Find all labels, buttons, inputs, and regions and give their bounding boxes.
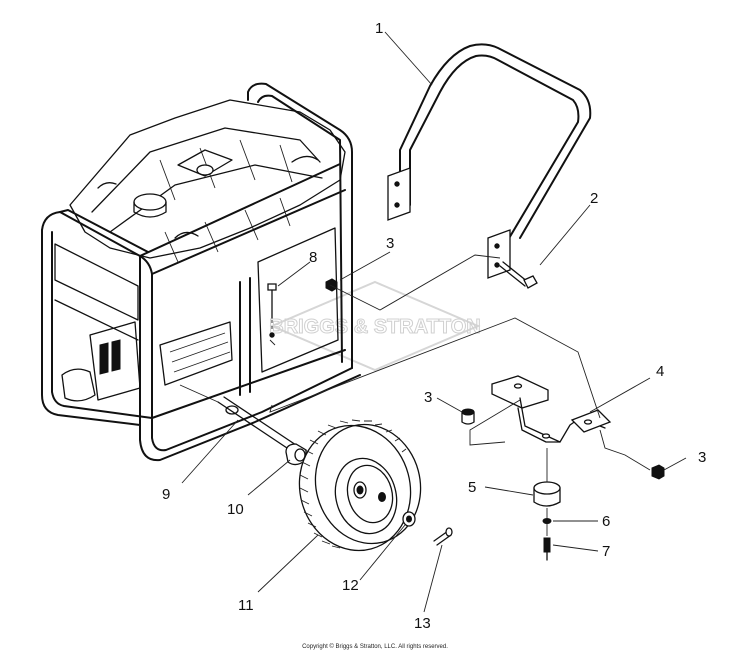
part-6-washer	[542, 518, 552, 524]
part-11-wheel	[298, 419, 422, 552]
part-8-bolt	[267, 283, 277, 338]
callout-8: 8	[309, 249, 317, 266]
part-12-wheel-washer	[402, 511, 416, 527]
callout-2: 2	[590, 190, 598, 207]
callout-6: 6	[602, 513, 610, 530]
callout-4: 4	[656, 363, 664, 380]
callout-7: 7	[602, 543, 610, 560]
callout-10: 10	[227, 501, 244, 518]
part-10-spacer	[285, 443, 307, 466]
callout-13: 13	[414, 615, 431, 632]
callout-3-nut-right: 3	[698, 449, 706, 466]
watermark-text: BRIGGS & STRATTON	[269, 316, 480, 338]
copyright-notice: Copyright © Briggs & Stratton, LLC. All …	[302, 644, 448, 650]
callout-3-nut-frame: 3	[386, 235, 394, 252]
nut-3c	[651, 464, 665, 480]
callout-3-nut-bracket: 3	[424, 389, 432, 406]
callout-labels: 1 2 3 3 3 4 5 6 7 8 9 10 11 12 13	[162, 20, 706, 632]
callout-12: 12	[342, 577, 359, 594]
callout-11: 11	[238, 597, 254, 614]
generator-assembly	[41, 82, 361, 462]
part-3-nuts	[325, 278, 665, 480]
callout-5: 5	[468, 479, 476, 496]
part-13-cotter-pin	[433, 527, 453, 546]
part-9-axle	[179, 384, 303, 455]
part-7-screw	[543, 537, 551, 561]
callout-1: 1	[375, 20, 383, 37]
part-1-handle	[387, 43, 592, 279]
part-4-foot-bracket	[491, 375, 612, 443]
leader-lines	[181, 31, 687, 613]
brand-watermark: BRIGGS & STRATTON	[269, 280, 481, 372]
part-5-rubber-foot	[533, 481, 561, 507]
callout-9: 9	[162, 486, 170, 503]
nut-3a	[325, 278, 338, 292]
assembly-guide-lines	[269, 254, 651, 536]
part-2-handle-bolt	[499, 261, 538, 289]
